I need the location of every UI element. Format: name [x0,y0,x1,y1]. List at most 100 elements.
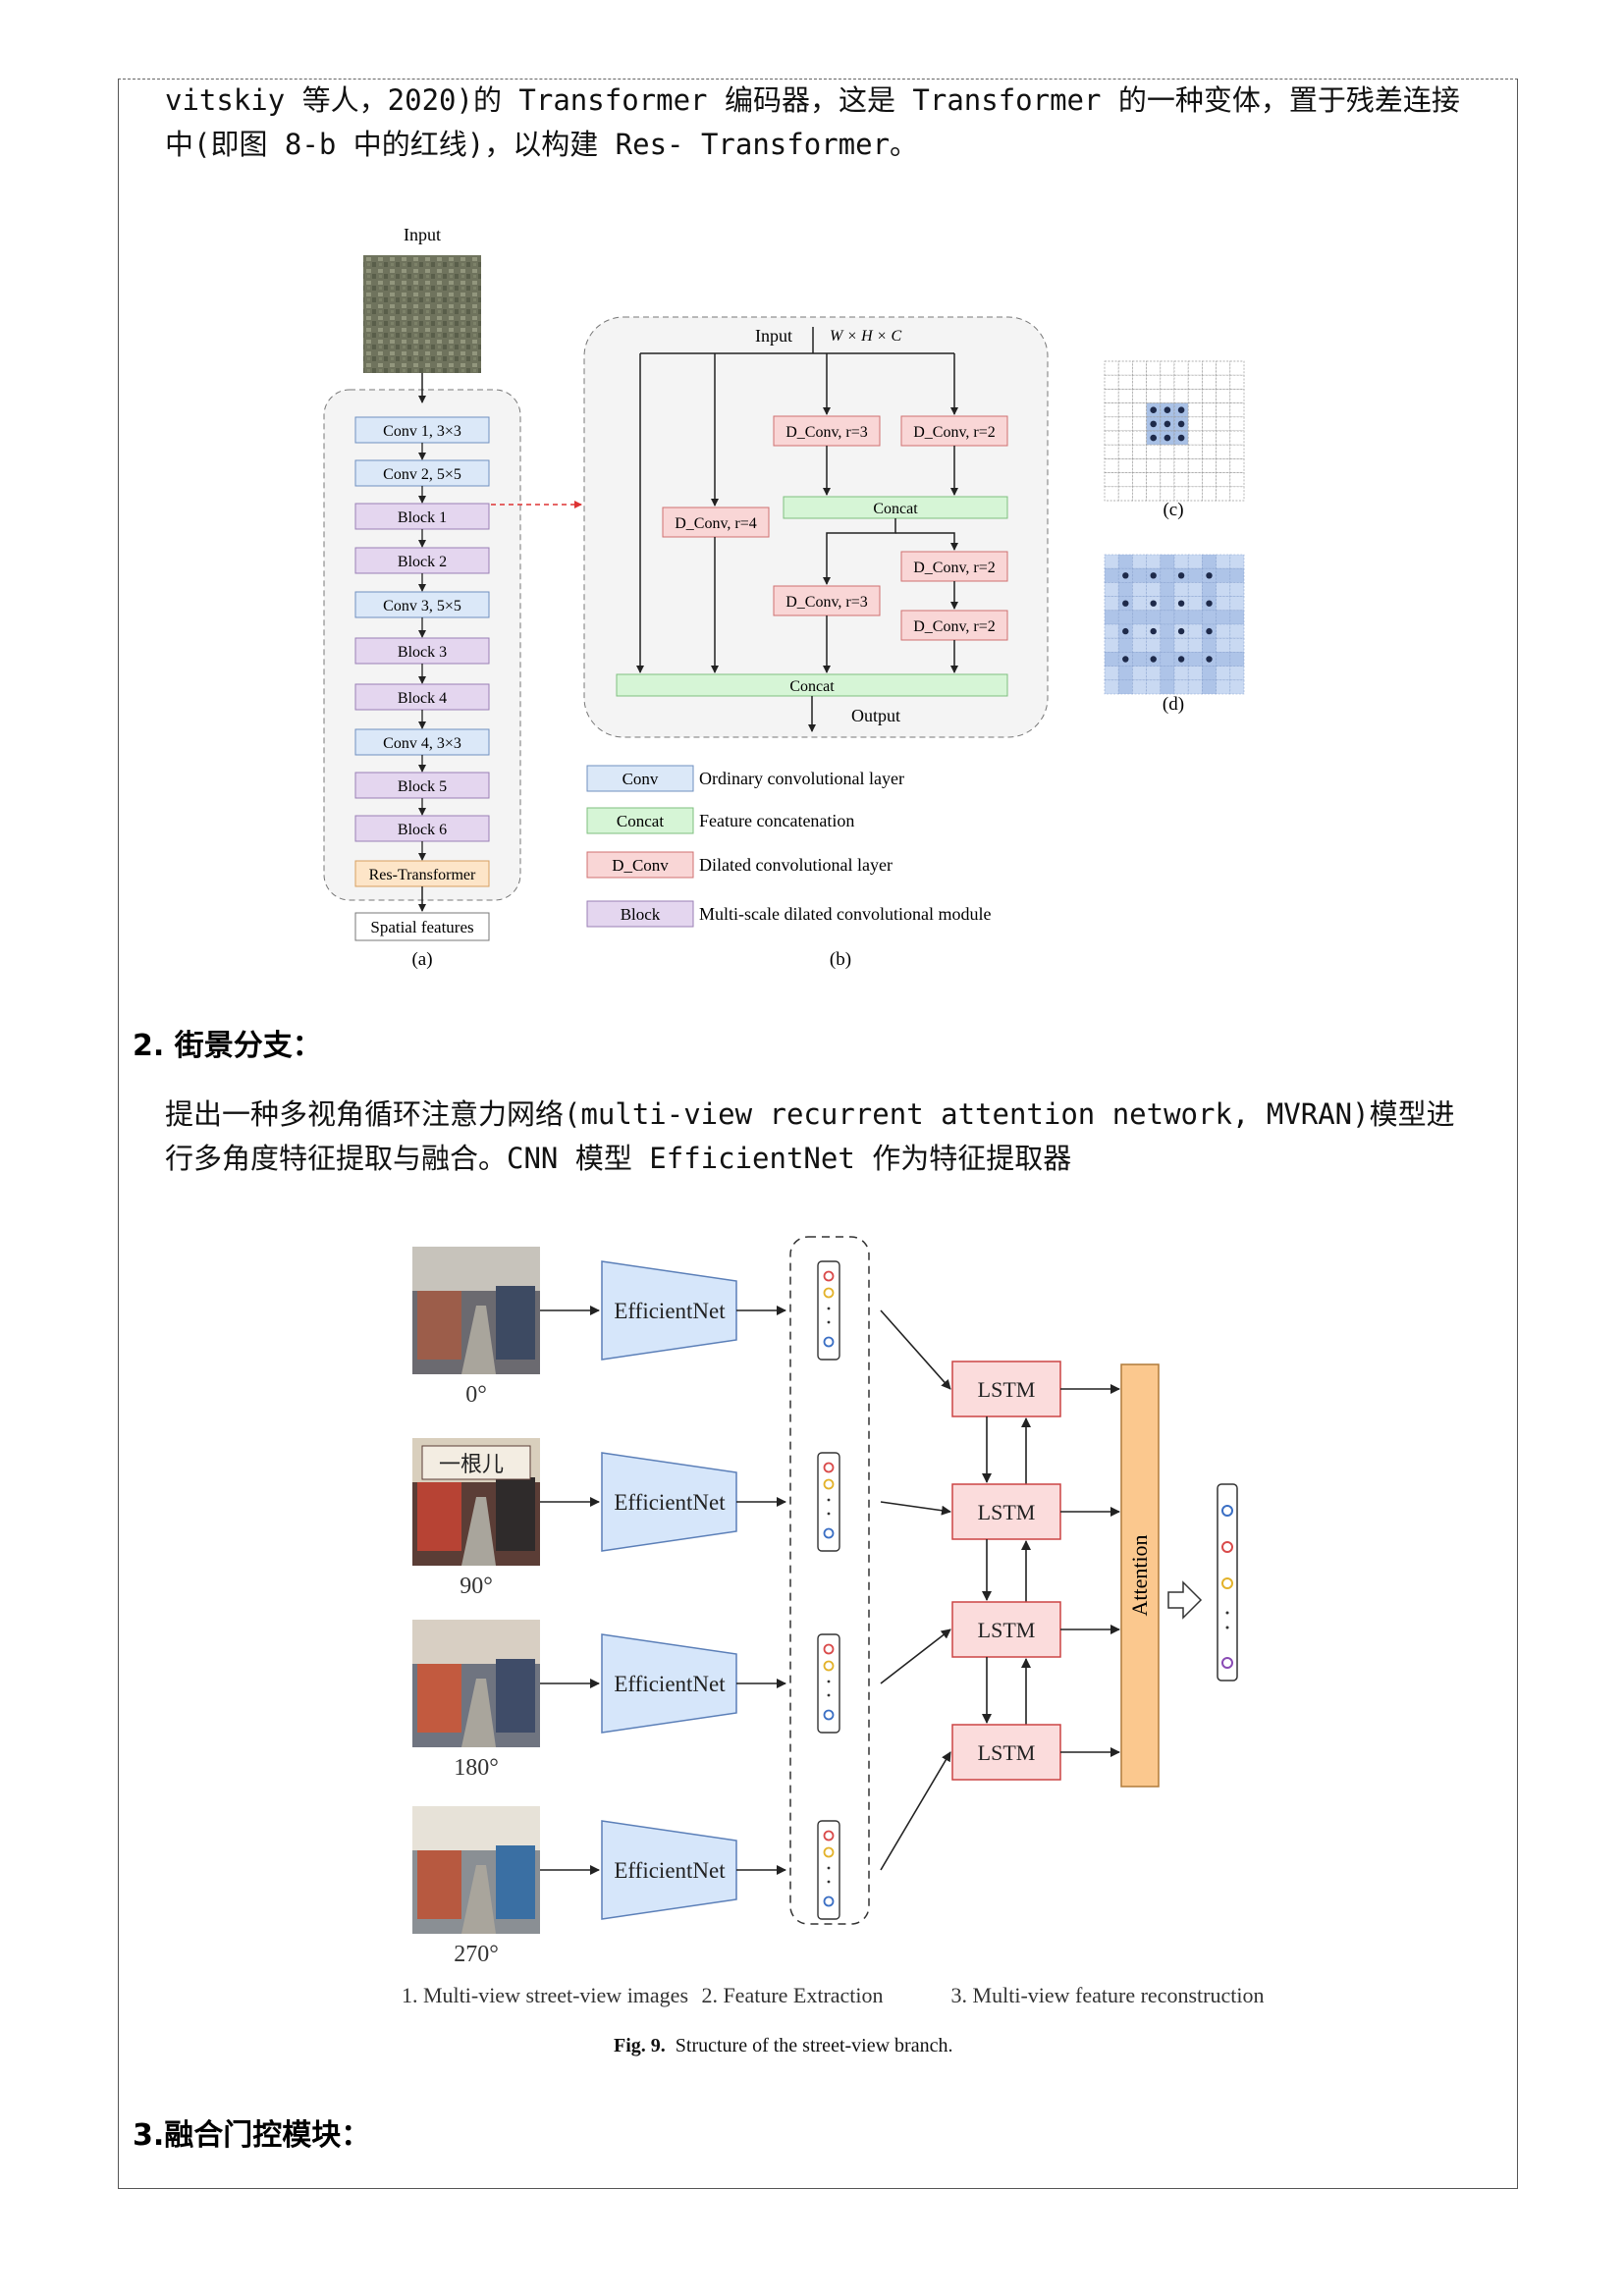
grid-cell [1104,444,1119,459]
grid-cell [1132,582,1147,597]
feature-dot [823,1462,835,1473]
grid-cell [1187,416,1203,432]
grid-cell [1187,666,1203,681]
grid-cell [1173,360,1189,376]
image-building-right [496,1659,535,1733]
figure-9: 0°EfficientNet一根儿90°EfficientNet180°Effi… [402,1236,1265,2007]
grid-cell [1104,389,1119,403]
step-label-2: 2. Feature Extraction [701,1983,883,2007]
layer-label: Block 4 [398,690,447,707]
grid-cell [1160,666,1175,681]
grid-cell [1132,360,1147,376]
grid-cell [1146,679,1162,695]
grid-cell [1202,374,1217,390]
grid-cell [1160,374,1175,390]
grid-cell [1187,472,1203,488]
shop-sign-text: 一根儿 [439,1452,504,1476]
grid-cell [1229,458,1245,473]
grid-cell [1104,596,1119,612]
grid-cell [1187,430,1203,446]
grid-cell [1229,652,1245,667]
image-road [461,1497,496,1566]
grid-cell [1216,389,1231,403]
grid-cell [1173,637,1189,653]
grid-cell [1187,444,1203,459]
image-sky [412,1247,540,1291]
grid-dot [1150,420,1157,428]
feature-to-lstm-arrow [880,1309,951,1390]
dconv-r4-box [662,507,770,538]
layer-label: Block 5 [398,778,447,795]
grid-cell [1202,610,1217,625]
grid-dot [1150,572,1157,579]
dilated-grid-c [1104,360,1245,502]
grid-cell [1132,610,1147,625]
grid-cell [1187,637,1203,653]
grid-dot [1177,434,1185,442]
layer-label: Conv 1, 3×3 [383,423,461,440]
feature-dot [823,1287,835,1299]
feature-ellipsis [827,1320,831,1324]
grid-cell [1104,637,1119,653]
grid-cell [1160,360,1175,376]
layer-label: Conv 3, 5×5 [383,598,461,614]
grid-cell [1160,567,1175,583]
grid-dot [1164,420,1171,428]
grid-cell [1229,637,1245,653]
grid-dot [1206,572,1213,579]
panel-b-dims: W × H × C [830,328,901,345]
feature-dot [823,1527,835,1539]
grid-dot [1122,627,1129,635]
grid-cell [1216,567,1231,583]
grid-cell [1173,554,1189,569]
view-angle-label: 180° [454,1755,499,1781]
grid-cell [1187,596,1203,612]
step-label-3: 3. Multi-view feature reconstruction [951,1983,1265,2007]
grid-dot [1177,656,1185,663]
grid-cell [1117,458,1133,473]
legend-swatch [586,851,694,879]
grid-dot [1206,656,1213,663]
image-sky [412,1806,540,1850]
grid-cell [1229,416,1245,432]
layer-label: Block 3 [398,644,447,661]
image-building-right [496,1286,535,1360]
page-frame [118,79,1518,2189]
grid-cell [1146,360,1162,376]
grid-cell [1216,666,1231,681]
image-building-right [496,1477,535,1551]
grid-cell [1132,637,1147,653]
grid-dot [1150,600,1157,607]
grid-cell [1229,444,1245,459]
feature-to-lstm-arrow [880,1629,951,1684]
dconv-r2-mid-label: D_Conv, r=2 [913,560,996,576]
feature-vector [817,1820,840,1920]
grid-cell [1146,389,1162,403]
attention-box [1120,1363,1160,1788]
grid-cell [1104,554,1119,569]
grid-cell [1117,486,1133,502]
grid-cell [1202,679,1217,695]
lstm-label: LSTM [978,1740,1036,1765]
lstm-label: LSTM [978,1377,1036,1402]
grid-cell [1187,582,1203,597]
image-road [461,1306,496,1374]
grid-cell [1146,554,1162,569]
paragraph-line: 行多角度特征提取与融合。CNN 模型 EfficientNet 作为特征提取器 [165,1142,1072,1175]
grid-cell [1216,486,1231,502]
feature-dot [823,1270,835,1282]
grid-cell [1146,582,1162,597]
layer-label: Block 6 [398,822,447,838]
grid-cell [1104,610,1119,625]
grid-cell [1216,623,1231,639]
grid-dot [1164,406,1171,413]
feature-dot [823,1660,835,1672]
grid-cell [1146,486,1162,502]
dconv-r2-bot-label: D_Conv, r=2 [913,618,996,635]
grid-cell [1132,596,1147,612]
grid-cell [1104,567,1119,583]
section-2-heading: 2. 街景分支： [133,1029,322,1063]
feature-ellipsis [827,1880,831,1884]
